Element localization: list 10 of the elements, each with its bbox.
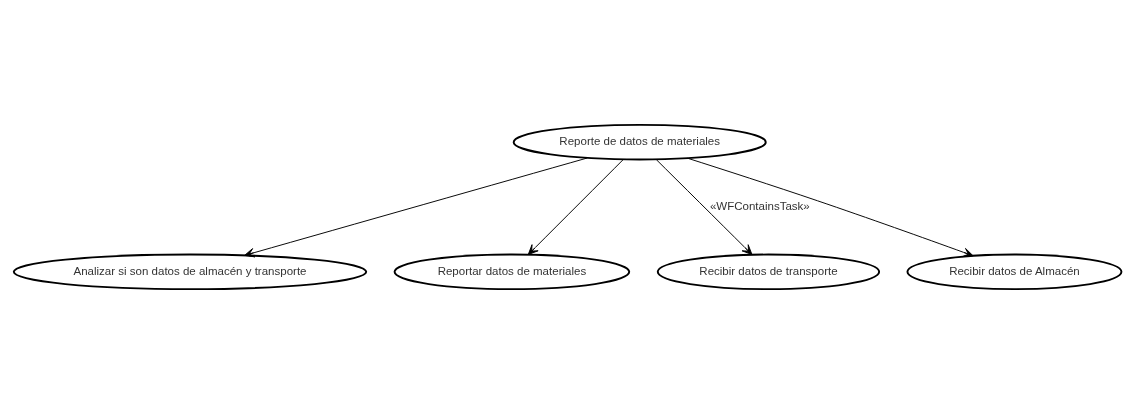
arrow xyxy=(244,157,588,257)
node-ellipse: Recibir datos de transporte xyxy=(656,253,881,290)
arrow xyxy=(655,158,753,255)
node-ellipse: Analizar si son datos de almacén y transporte xyxy=(12,253,368,290)
node-ellipse: Reportar datos de materiales xyxy=(393,253,631,290)
arrow xyxy=(527,158,624,255)
arrow xyxy=(687,157,974,257)
edge-label: «WFContainsTask» xyxy=(709,199,810,212)
node-ellipse: Reporte de datos de materiales xyxy=(512,123,767,160)
node-ellipse: Recibir datos de Almacén xyxy=(906,253,1123,290)
